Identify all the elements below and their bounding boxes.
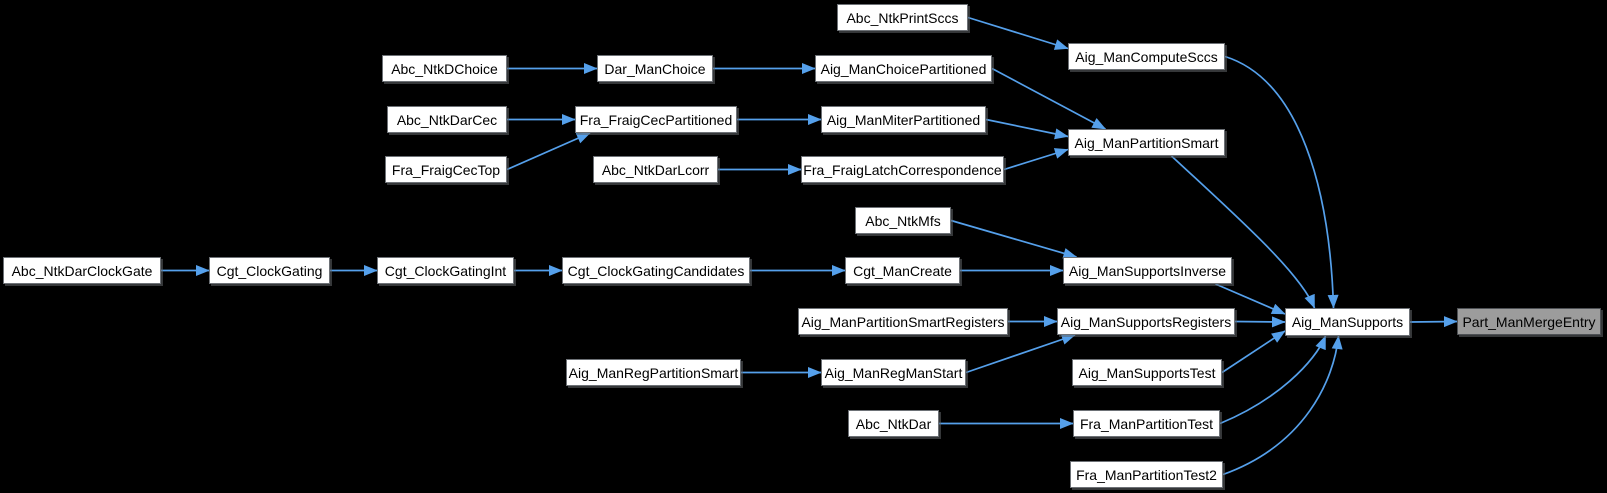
graph-node-abc_ntkdarcec[interactable]: Abc_NtkDarCec [387, 106, 507, 133]
graph-node-fra_manpartitiontest[interactable]: Fra_ManPartitionTest [1073, 410, 1220, 437]
graph-node-aig_manmiterpartitioned[interactable]: Aig_ManMiterPartitioned [821, 106, 986, 133]
edge-aig_mansupportstest-to-aig_mansupports [1221, 330, 1286, 374]
graph-node-abc_ntkdarlcorr[interactable]: Abc_NtkDarLcorr [593, 156, 718, 183]
graph-node-fra_manpartitiontest2[interactable]: Fra_ManPartitionTest2 [1070, 461, 1223, 488]
graph-node-aig_mansupports[interactable]: Aig_ManSupports [1285, 308, 1410, 336]
edge-fra_fraiglatchcorrespondence-to-aig_manpartitionsmart [1003, 148, 1069, 171]
graph-node-abc_ntkmfs[interactable]: Abc_NtkMfs [855, 207, 951, 234]
graph-node-aig_mansupportsregisters[interactable]: Aig_ManSupportsRegisters [1057, 308, 1235, 335]
graph-node-cgt_clockgatingcandidates[interactable]: Cgt_ClockGatingCandidates [562, 257, 750, 284]
edge-fra_manpartitiontest2-to-aig_mansupports [1222, 335, 1343, 476]
graph-node-abc_ntkdar[interactable]: Abc_NtkDar [848, 410, 939, 437]
edge-aig_mansupports-to-part_manmergeentry [1409, 316, 1458, 328]
edge-aig_mansupportsregisters-to-aig_mansupports [1234, 316, 1286, 328]
graph-node-dar_manchoice[interactable]: Dar_ManChoice [597, 55, 713, 82]
edge-aig_mansupportsinverse-to-aig_mansupports [1215, 283, 1286, 315]
graph-node-part_manmergeentry[interactable]: Part_ManMergeEntry [1457, 308, 1601, 335]
edge-abc_ntkmfs-to-aig_mansupportsinverse [950, 219, 1078, 259]
graph-node-aig_manregpartitionsmart[interactable]: Aig_ManRegPartitionSmart [566, 359, 741, 386]
graph-node-aig_manchoicepartitioned[interactable]: Aig_ManChoicePartitioned [815, 55, 992, 82]
graph-node-abc_ntkprintsccs[interactable]: Abc_NtkPrintSccs [837, 4, 968, 31]
graph-node-fra_fraigcecpartitioned[interactable]: Fra_FraigCecPartitioned [575, 106, 737, 133]
edge-aig_mancomputesccs-to-aig_mansupports [1224, 55, 1339, 309]
graph-node-cgt_clockgatingint[interactable]: Cgt_ClockGatingInt [377, 257, 514, 284]
graph-node-abc_ntkdchoice[interactable]: Abc_NtkDChoice [382, 55, 507, 82]
graph-node-fra_fraiglatchcorrespondence[interactable]: Fra_FraigLatchCorrespondence [801, 156, 1004, 183]
graph-node-cgt_clockgating[interactable]: Cgt_ClockGating [209, 257, 330, 284]
edge-aig_manchoicepartitioned-to-aig_manpartitionsmart [991, 67, 1107, 130]
graph-node-aig_manpartitionsmartregisters[interactable]: Aig_ManPartitionSmartRegisters [798, 308, 1008, 335]
graph-node-aig_manregmanstart[interactable]: Aig_ManRegManStart [821, 359, 966, 386]
graph-node-aig_manpartitionsmart[interactable]: Aig_ManPartitionSmart [1068, 129, 1225, 156]
graph-node-cgt_mancreate[interactable]: Cgt_ManCreate [845, 257, 960, 284]
edge-fra_manpartitiontest-to-aig_mansupports [1219, 335, 1327, 425]
graph-node-fra_fraigcectop[interactable]: Fra_FraigCecTop [385, 156, 507, 183]
graph-node-abc_ntkdarclockgate[interactable]: Abc_NtkDarClockGate [3, 257, 161, 284]
edge-aig_manmiterpartitioned-to-aig_manpartitionsmart [985, 118, 1069, 140]
edge-fra_fraigcectop-to-fra_fraigcecpartitioned [506, 132, 591, 171]
edge-abc_ntkprintsccs-to-aig_mancomputesccs [967, 16, 1069, 50]
graph-node-aig_mansupportstest[interactable]: Aig_ManSupportsTest [1072, 359, 1222, 386]
edge-aig_manpartitionsmart-to-aig_mansupports [1170, 155, 1316, 309]
edge-aig_manregmanstart-to-aig_mansupportsregisters [965, 334, 1076, 374]
graph-node-aig_mancomputesccs[interactable]: Aig_ManComputeSccs [1068, 43, 1225, 70]
graph-node-aig_mansupportsinverse[interactable]: Aig_ManSupportsInverse [1063, 257, 1232, 284]
